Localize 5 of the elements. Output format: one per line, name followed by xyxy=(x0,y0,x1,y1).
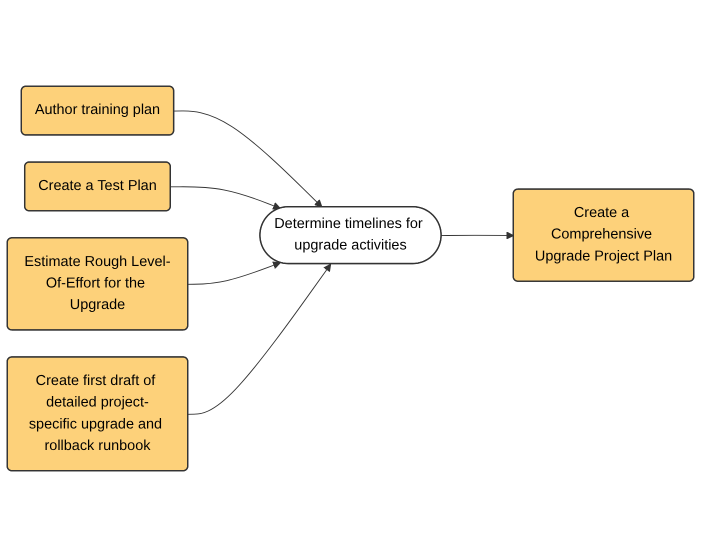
arrow xyxy=(441,232,514,240)
arrow xyxy=(170,186,281,210)
arrow xyxy=(188,264,332,415)
arrow xyxy=(188,262,281,285)
arrow xyxy=(174,110,322,208)
